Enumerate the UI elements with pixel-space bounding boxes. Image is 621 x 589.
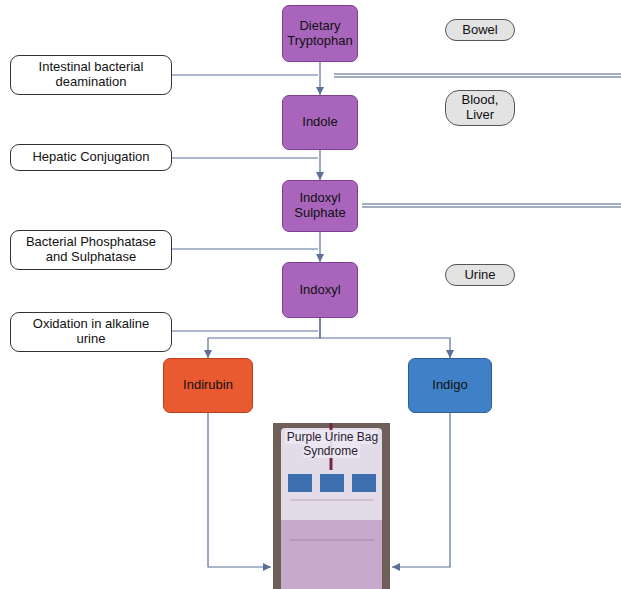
node-text: Oxidation in alkaline urine [17, 317, 165, 347]
node-text: Hepatic Conjugation [17, 150, 165, 165]
node-text: Indoxyl Sulphate [287, 191, 353, 221]
bag-label [288, 474, 312, 492]
flow-arrow [319, 232, 320, 262]
process-box: Bacterial Phosphatase and Sulphatase [10, 230, 172, 270]
text-patch: Purple Urine Bag Syndrome [285, 430, 378, 458]
metabolite-box: Indoxyl Sulphate [282, 180, 358, 232]
leader-line [172, 157, 318, 158]
photo-background [273, 423, 390, 589]
compartment-label: Blood, Liver [445, 90, 515, 126]
bag-seam [290, 500, 374, 501]
pigment-box: Indigo [408, 358, 492, 413]
bag-body [281, 428, 382, 589]
process-box: Oxidation in alkaline urine [10, 312, 172, 352]
flow-arrow [208, 318, 320, 358]
node-text: Dietary Tryptophan [287, 19, 353, 49]
pigment-box: Indirubin [163, 358, 253, 413]
node-text: Urine [452, 268, 508, 283]
node-text: Blood, Liver [452, 93, 508, 123]
divider-line [334, 77, 621, 78]
divider-line [362, 204, 621, 205]
node-text: Bacterial Phosphatase and Sulphatase [17, 235, 165, 265]
node-text: Intestinal bacterial deamination [17, 60, 165, 90]
leader-line [172, 330, 318, 331]
metabolite-box: Dietary Tryptophan [282, 5, 358, 62]
metabolite-box: Indoxyl [282, 262, 358, 318]
metabolite-box: Indole [282, 95, 358, 150]
compartment-label: Bowel [445, 19, 515, 42]
bag-seam [290, 540, 374, 541]
node-text: Indole [287, 115, 353, 130]
flow-arrow [319, 150, 320, 180]
bag-label [320, 474, 344, 492]
photo-panel: Purple Urine Bag Syndrome [271, 423, 392, 589]
node-text: Indigo [413, 378, 487, 393]
node-text: Bowel [452, 23, 508, 38]
leader-line [172, 248, 318, 249]
process-box: Intestinal bacterial deamination [10, 55, 172, 95]
node-text: Purple Urine Bag Syndrome [275, 431, 388, 459]
divider-line [334, 74, 621, 75]
flow-arrow [392, 413, 450, 567]
flow-arrow [319, 62, 320, 95]
urine-bag-photo [273, 423, 390, 589]
divider-line [362, 207, 621, 208]
leader-line [172, 74, 318, 75]
node-text: Indoxyl [287, 283, 353, 298]
bag-purple-tint [281, 520, 382, 589]
bag-label [352, 474, 376, 492]
node-text: Indirubin [168, 378, 248, 393]
flow-arrow [320, 318, 450, 358]
compartment-label: Urine [445, 264, 515, 287]
process-box: Hepatic Conjugation [10, 144, 172, 171]
flow-arrow [208, 413, 271, 567]
